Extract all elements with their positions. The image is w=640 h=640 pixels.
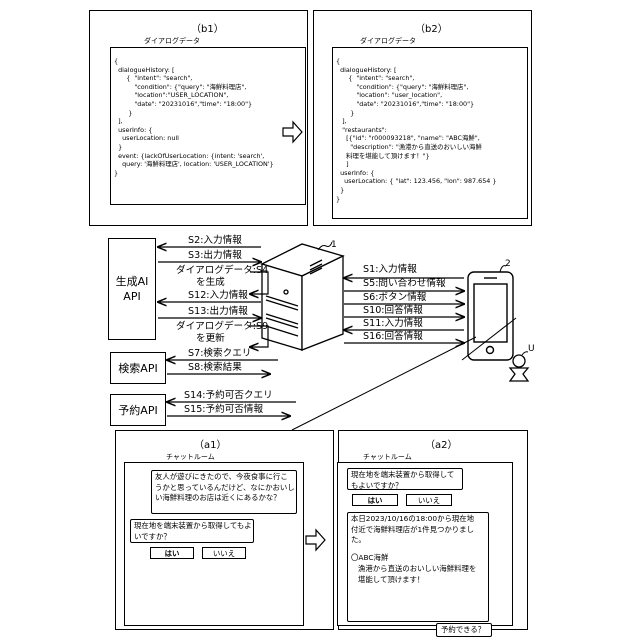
generative-ai-api-label-2: API [123,289,140,304]
yes-button[interactable]: はい [150,547,194,559]
shop-description: 漁港から直送のおいしい海鮮料理を堪能して頂けます！ [358,564,478,585]
chatroom-a1: 友人が遊びにきたので、今夜食事に行こうかと思っているんだけど、なにかおいしい海鮮… [124,462,304,626]
smartphone-icon [468,272,513,360]
label-s14: S14:予約可否クエリ [184,391,273,401]
terminal-to-chat-leader-1 [292,337,476,430]
no-button[interactable]: いいえ [202,547,246,559]
label-s13: S13:出力情報 [188,307,248,317]
result-message-text: 本日2023/10/16の18:00から現在地付近で海鮮料理店が1件見つかりまし… [351,514,481,546]
dialog-code-b2: { dialogueHistory: [ { "intent": "search… [336,57,496,203]
dialog-panel-b1: （b1） ダイアログデータ { dialogueHistory: [ { "in… [89,10,308,226]
label-s6: S6:ボタン情報 [363,293,426,303]
dialog-data-box-b1: { dialogueHistory: [ { "intent": "search… [110,47,306,205]
bot-message-text: 現在地を端末装置から取得してもよいですか？ [134,521,252,542]
search-api-box: 検索API [110,352,166,384]
search-api-label: 検索API [118,361,157,376]
user-message-text: 予約できる？ [441,625,485,636]
reservation-api-label: 予約API [118,403,157,418]
terminal-to-chat-leader-2 [462,318,516,360]
bot-message-bubble: 現在地を端末装置から取得してもよいですか？ [347,468,463,490]
panel-label-b1: （b1） [191,20,224,35]
chatroom-caption-a2: チャットルーム [363,452,412,462]
user-message-bubble: 友人が遊びにきたので、今夜食事に行こうかと思っているんだけど、なにかおいしい海鮮… [151,470,297,514]
dialog-caption-b2: ダイアログデータ [360,36,416,46]
terminal-ref-number: 2 [505,259,511,269]
label-s7: S7:検索クエリ [188,349,251,359]
shop-name: 〇ABC海鮮 [351,553,388,564]
dialog-data-box-b2: { dialogueHistory: [ { "intent": "search… [332,47,528,219]
panel-label-b2: （b2） [415,20,448,35]
label-s4: ダイアログデータ:S4 [176,266,268,276]
label-s12: S12:入力情報 [188,291,248,301]
user-message-text: 友人が遊びにきたので、今夜食事に行こうかと思っているんだけど、なにかおいしい海鮮… [155,472,295,504]
chatroom-caption-a1: チャットルーム [166,452,215,462]
generative-ai-api-label-1: 生成AI [116,274,149,289]
label-s2: S2:入力情報 [188,236,242,246]
bot-message-bubble: 現在地を端末装置から取得してもよいですか？ [130,519,254,543]
yes-button[interactable]: はい [352,494,398,506]
label-s8: S8:検索結果 [188,363,242,373]
reservation-api-box: 予約API [110,394,166,426]
generative-ai-api-box: 生成AI API [108,238,156,340]
label-s4-generate: を生成 [196,278,225,288]
server-icon [262,244,343,350]
label-s16: S16:回答情報 [363,332,423,342]
server-ref-number: 1 [331,240,337,250]
label-s11: S11:入力情報 [363,319,423,329]
label-s3: S3:出力情報 [188,251,242,261]
label-s9-update: を更新 [196,334,225,344]
label-s9: ダイアログデータ:S9 [176,322,268,332]
bot-message-text: 現在地を端末装置から取得してもよいですか？ [351,470,461,491]
user-ref-number: U [528,344,535,354]
label-s15: S15:予約可否情報 [184,405,263,415]
dialog-code-b1: { dialogueHistory: [ { "intent": "search… [114,57,274,177]
panel-label-a2: （a2） [425,436,458,451]
panel-label-a1: （a1） [194,436,227,451]
dialog-panel-b2: （b2） ダイアログデータ { dialogueHistory: [ { "in… [313,10,532,226]
label-s5: S5:問い合わせ情報 [363,279,446,289]
user-message-bubble: 予約できる？ [436,623,492,637]
label-s10: S10:回答情報 [363,306,423,316]
no-button[interactable]: いいえ [406,494,452,506]
result-message-bubble: 本日2023/10/16の18:00から現在地付近で海鮮料理店が1件見つかりまし… [347,512,489,622]
label-s1: S1:入力情報 [363,265,417,275]
dialog-caption-b1: ダイアログデータ [144,36,200,46]
chat-panel-a1: （a1） チャットルーム 友人が遊びにきたので、今夜食事に行こうかと思っているん… [115,430,334,630]
chat-panel-a2: （a2） チャットルーム 現在地を端末装置から取得してもよいですか？ はい いい… [338,430,528,630]
user-icon [510,355,528,381]
server-ref-leader [318,242,332,250]
chatroom-a2: 現在地を端末装置から取得してもよいですか？ はい いいえ 本日2023/10/1… [337,462,513,626]
